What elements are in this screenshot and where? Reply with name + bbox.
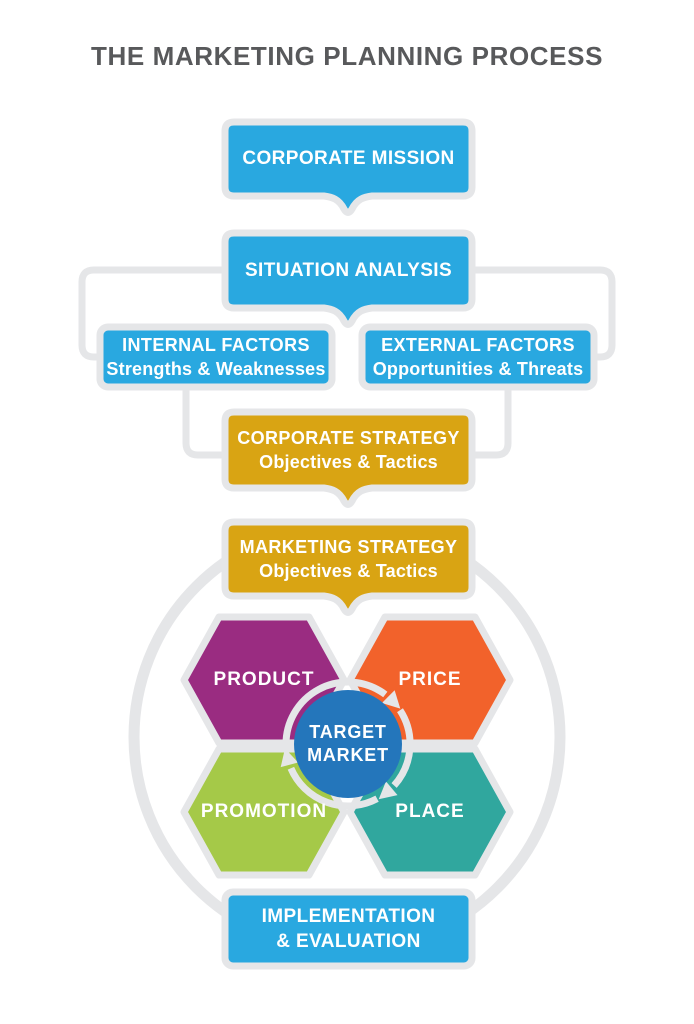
internal-factors-box <box>96 323 336 391</box>
place-hexagon <box>346 745 514 879</box>
cycle-arrowhead-icon <box>381 690 401 709</box>
implementation-box <box>221 888 476 970</box>
cycle-arrowhead-icon <box>280 748 299 768</box>
connector-situation-to-external <box>464 266 616 361</box>
connector-internal-to-strategy <box>182 389 228 459</box>
situation-analysis-bubble <box>221 229 476 328</box>
target-cycle-arc <box>287 766 379 810</box>
corporate-strategy-bubble <box>221 408 476 508</box>
target-cycle-arc <box>282 678 388 748</box>
page-title: THE MARKETING PLANNING PROCESS <box>90 41 604 71</box>
target-market-circle <box>294 690 402 798</box>
external-factors-box <box>358 323 598 391</box>
connector-situation-to-internal <box>78 266 230 361</box>
target-cycle-arc <box>391 708 414 788</box>
corporate-mission-bubble <box>221 118 476 216</box>
cycle-arrowhead-icon <box>378 781 398 800</box>
marketing-strategy-bubble <box>221 518 476 616</box>
connector-external-to-strategy <box>466 389 512 459</box>
